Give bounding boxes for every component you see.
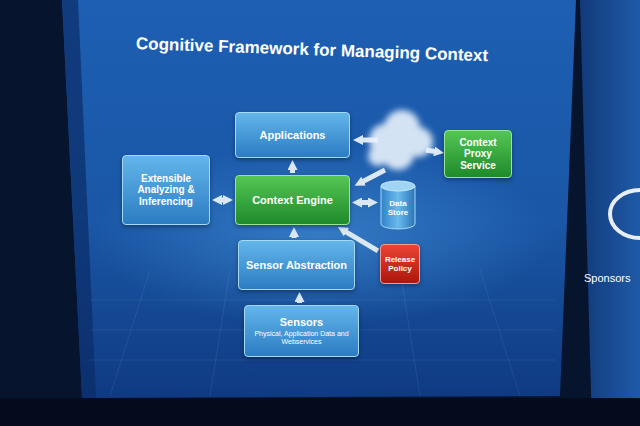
sponsor-logo <box>610 190 640 238</box>
cylinder-body <box>381 186 415 229</box>
box-label: Data Store <box>381 199 415 217</box>
box-label: Context Proxy Service <box>450 137 506 172</box>
flow-arrow <box>292 233 297 238</box>
process-box: SensorsPhysical, Application Data and We… <box>244 305 359 357</box>
box-label: Extensible Analyzing & Inferencing <box>128 173 204 208</box>
box-label: Release Policy <box>385 255 415 273</box>
screen-edge <box>62 0 96 398</box>
flow-arrow <box>358 200 372 205</box>
process-box: Extensible Analyzing & Inferencing <box>122 155 210 225</box>
box-label: Context Engine <box>252 194 333 207</box>
process-box: Applications <box>235 112 350 158</box>
flow-arrow <box>290 166 295 173</box>
sponsor-label: Sponsors <box>584 272 630 284</box>
cylinder-top <box>381 181 415 191</box>
cloud-arrow <box>360 170 385 183</box>
slide-screen <box>62 0 576 398</box>
box-label: Sensor Abstraction <box>246 259 347 272</box>
engine-box: Context Engine <box>235 175 350 225</box>
box-note: Physical, Application Data and Webservic… <box>250 330 353 346</box>
service-box: Context Proxy Service <box>444 130 512 178</box>
data-store-cylinder: Data Store <box>380 180 416 230</box>
audience-shadow <box>0 398 640 426</box>
process-box: Sensor Abstraction <box>238 240 355 290</box>
cloud <box>368 110 433 170</box>
slide-title: Cognitive Framework for Managing Context <box>136 34 489 66</box>
flow-arrow <box>218 198 227 203</box>
flow-arrow <box>297 298 302 303</box>
box-label: Sensors <box>280 316 323 329</box>
box-label: Applications <box>259 129 325 142</box>
policy-box: Release Policy <box>380 244 420 284</box>
